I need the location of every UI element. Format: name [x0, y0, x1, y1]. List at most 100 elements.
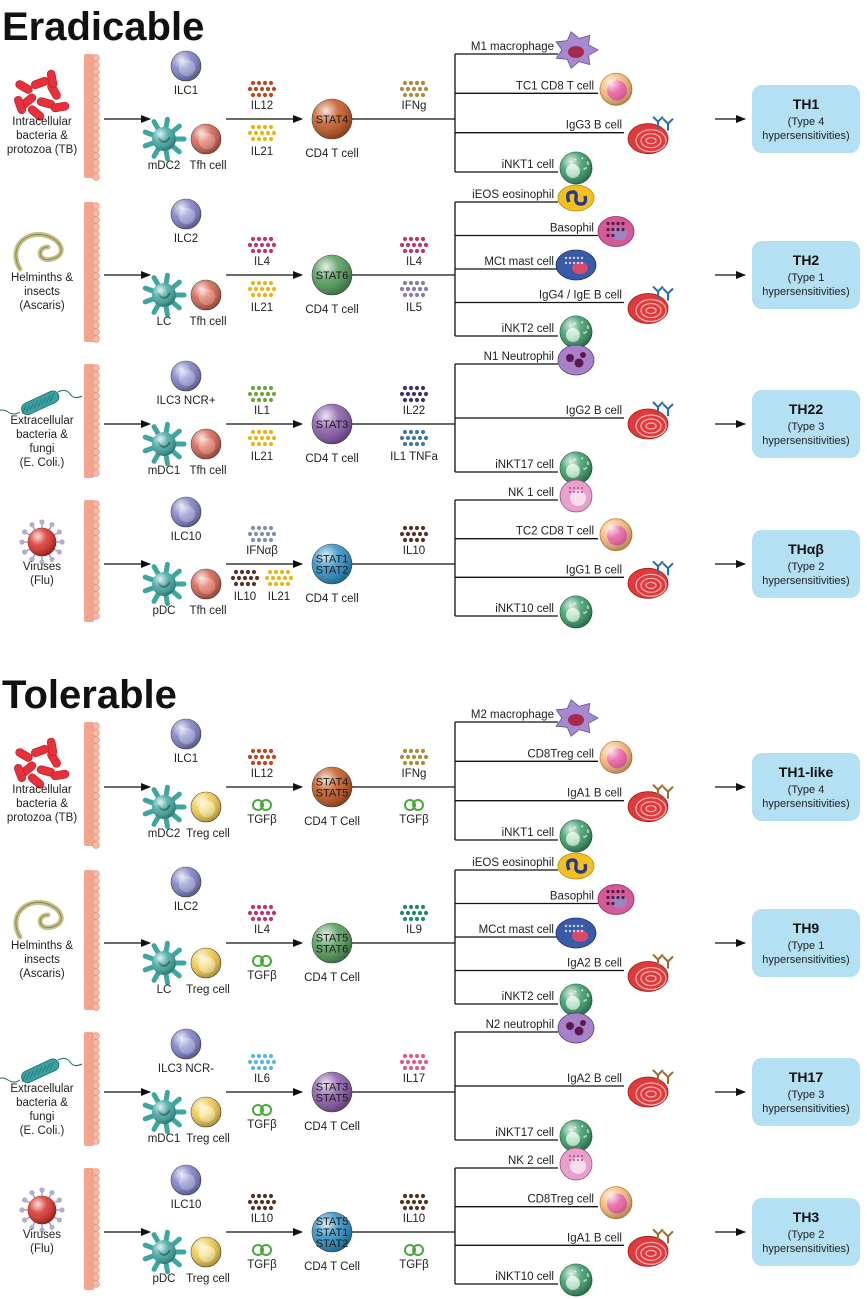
nkt-cell-icon — [559, 451, 593, 485]
cytokine-dots — [399, 280, 429, 298]
tgf-beta-icon — [252, 1104, 272, 1116]
th-subtitle: hypersensitivities) — [762, 130, 849, 142]
basophil-icon — [597, 884, 635, 915]
t-cell-icon — [599, 518, 633, 552]
t-cell-icon — [599, 740, 633, 774]
pathogen-label: insects — [24, 286, 60, 298]
cytokine-dots — [247, 124, 277, 142]
branch-label: MCct mast cell — [479, 924, 554, 936]
ilc-cell-icon — [170, 1164, 202, 1196]
cytokine-dots — [247, 80, 277, 98]
b-cell-icon — [627, 953, 674, 992]
cytokine-label: TGFβ — [247, 970, 277, 982]
section-title: Eradicable — [2, 5, 204, 49]
pathogen-label: fungi — [30, 443, 55, 455]
branch-label: IgG4 / IgE B cell — [539, 290, 622, 302]
cytokine-dots — [247, 525, 277, 543]
cytokine-dots — [247, 904, 277, 922]
neutrophil-icon — [557, 1012, 595, 1044]
cytokine-dots — [247, 748, 277, 766]
th-outcome-box — [752, 530, 860, 598]
helper-cell-label: Tfh cell — [189, 605, 226, 617]
th-subtitle: (Type 2 — [788, 1229, 825, 1241]
pathogen-label: protozoa (TB) — [7, 144, 77, 156]
epithelium-membrane-icon — [84, 1168, 100, 1290]
pathogen-label: (E. Coli.) — [20, 1125, 65, 1137]
tfh-cell-icon — [190, 279, 222, 311]
cytokine-label: IL4 — [406, 256, 423, 268]
pathogen-label: bacteria & — [16, 798, 68, 810]
epithelium-membrane-icon — [84, 364, 100, 478]
treg-cell-icon — [190, 947, 222, 979]
pathogen-label: Intracellular — [12, 784, 72, 796]
cytokine-label: IL1 — [254, 405, 270, 417]
th-subtitle: hypersensitivities) — [762, 575, 849, 587]
th-subtitle: hypersensitivities) — [762, 286, 849, 298]
ilc-label: ILC10 — [171, 531, 202, 543]
stat-label: STAT5 — [316, 933, 349, 945]
tgf-beta-icon — [252, 799, 272, 811]
dc-label: mDC1 — [148, 465, 181, 477]
ilc-label: ILC2 — [174, 901, 198, 913]
cytokine-label: IL21 — [251, 146, 273, 158]
pathogen-label: Viruses — [23, 1229, 61, 1241]
th-subtitle: (Type 2 — [788, 561, 825, 573]
nkt-cell-icon — [559, 983, 593, 1017]
bacillus-icon — [0, 389, 83, 416]
cytokine-dots — [399, 80, 429, 98]
cd4-label: CD4 T cell — [305, 304, 358, 316]
dendritic-cell-icon — [142, 940, 187, 986]
ilc-cell-icon — [170, 50, 202, 82]
dendritic-cell-icon — [142, 1229, 187, 1275]
ilc-label: ILC1 — [174, 85, 198, 97]
cd4-label: CD4 T cell — [305, 148, 358, 160]
pathogen-label: (Ascaris) — [19, 300, 65, 312]
branch-label: IgA1 B cell — [567, 1232, 622, 1244]
stat-label: STAT6 — [316, 270, 349, 282]
branch-label: IgG2 B cell — [566, 405, 622, 417]
cytokine-dots — [247, 1053, 277, 1071]
worm-icon — [13, 231, 64, 272]
branch-label: IgA1 B cell — [567, 788, 622, 800]
branch-label: CD8Treg cell — [527, 748, 594, 760]
stat-label: STAT1 — [316, 554, 349, 566]
cd4-t-cell-icon — [311, 922, 353, 964]
cytokine-label: IL10 — [403, 1213, 425, 1225]
stat-label: STAT4 — [316, 114, 349, 126]
cytokine-dots — [264, 569, 294, 587]
th-outcome-box — [752, 909, 860, 977]
cd4-label: CD4 T Cell — [304, 972, 360, 984]
helper-cell-label: Treg cell — [186, 1133, 230, 1145]
branch-label: iNKT1 cell — [502, 159, 554, 171]
pathogen-label: bacteria & — [16, 429, 68, 441]
cytokine-label: IL4 — [254, 256, 271, 268]
stat-label: STAT3 — [316, 1082, 349, 1094]
cytokine-label: IL10 — [251, 1213, 273, 1225]
cd4-label: CD4 T cell — [305, 593, 358, 605]
nk-cell-icon — [559, 479, 593, 513]
ilc-cell-icon — [170, 198, 202, 230]
pathogen-label: Extracellular — [10, 415, 73, 427]
th-title: TH1-like — [779, 764, 834, 780]
cytokine-dots — [247, 385, 277, 403]
tgf-beta-icon — [252, 1244, 272, 1256]
mast-cell-icon — [555, 917, 597, 949]
ilc-label: ILC10 — [171, 1199, 202, 1211]
cytokine-label: IL22 — [403, 405, 425, 417]
cytokine-dots — [247, 1193, 277, 1211]
cd4-t-cell-icon — [311, 543, 353, 585]
cytokine-label: TGFβ — [247, 814, 277, 826]
th-title: TH2 — [793, 252, 820, 268]
nkt-cell-icon — [559, 819, 593, 853]
dendritic-cell-icon — [142, 272, 187, 318]
ilc-label: ILC1 — [174, 753, 198, 765]
b-cell-icon — [627, 783, 674, 823]
th-title: TH9 — [793, 920, 820, 936]
stat-label: STAT2 — [316, 1238, 349, 1250]
ilc-label: ILC3 NCR- — [158, 1063, 214, 1075]
b-cell-icon — [627, 1069, 674, 1108]
dendritic-cell-icon — [142, 784, 187, 830]
branch-label: Basophil — [550, 891, 594, 903]
